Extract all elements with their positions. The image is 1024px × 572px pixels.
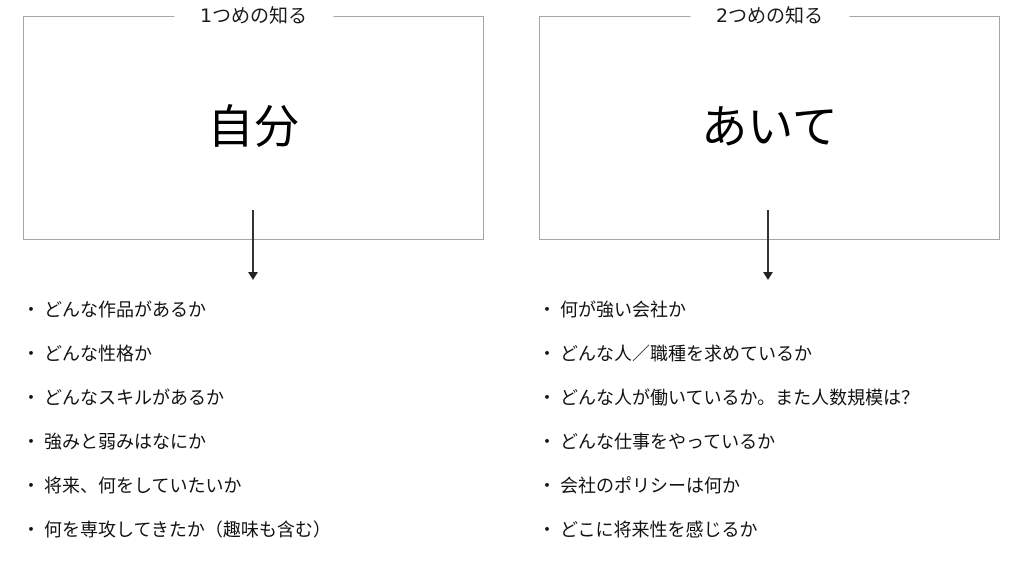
- bullet-icon: ・: [538, 432, 556, 453]
- list-item: ・どんな性格か: [22, 344, 152, 365]
- bullet-icon: ・: [538, 520, 556, 541]
- list-item: ・どこに将来性を感じるか: [538, 520, 758, 541]
- self-items-list: ・どんな作品があるか ・どんな性格か ・どんなスキルがあるか ・強みと弱みはなに…: [22, 299, 492, 563]
- panel-2-label: 2つめの知る: [689, 4, 850, 28]
- list-item: ・会社のポリシーは何か: [538, 476, 740, 497]
- list-item: ・強みと弱みはなにか: [22, 432, 206, 453]
- list-item: ・どんなスキルがあるか: [22, 388, 224, 409]
- panel-1-label: 1つめの知る: [173, 4, 334, 28]
- panel-1-title: 自分: [207, 100, 300, 154]
- partner-box: 2つめの知る あいて: [539, 4, 1000, 240]
- bullet-icon: ・: [22, 388, 40, 409]
- bullet-icon: ・: [538, 388, 556, 409]
- bullet-icon: ・: [538, 476, 556, 497]
- panel-2-title: あいて: [701, 100, 838, 154]
- down-arrow-icon: [763, 210, 773, 280]
- bullet-icon: ・: [538, 300, 556, 321]
- list-item: ・どんな仕事をやっているか: [538, 432, 776, 453]
- list-item: ・将来、何をしていたいか: [22, 476, 242, 497]
- down-arrow-icon: [248, 210, 258, 280]
- list-item: ・どんな人／職種を求めているか: [538, 344, 812, 365]
- list-item: ・どんな人が働いているか。また人数規模は？: [538, 388, 920, 409]
- bullet-icon: ・: [22, 432, 40, 453]
- list-item: ・どんな作品があるか: [22, 300, 206, 321]
- bullet-icon: ・: [22, 476, 40, 497]
- bullet-icon: ・: [22, 300, 40, 321]
- bullet-icon: ・: [22, 344, 40, 365]
- bullet-icon: ・: [538, 344, 556, 365]
- list-item: ・何が強い会社か: [538, 300, 686, 321]
- bullet-icon: ・: [22, 520, 40, 541]
- list-item: ・何を専攻してきたか（趣味も含む）: [22, 520, 331, 541]
- self-box: 1つめの知る 自分: [23, 4, 484, 240]
- partner-items-list: ・何が強い会社か ・どんな人／職種を求めているか ・どんな人が働いているか。また…: [538, 299, 1018, 563]
